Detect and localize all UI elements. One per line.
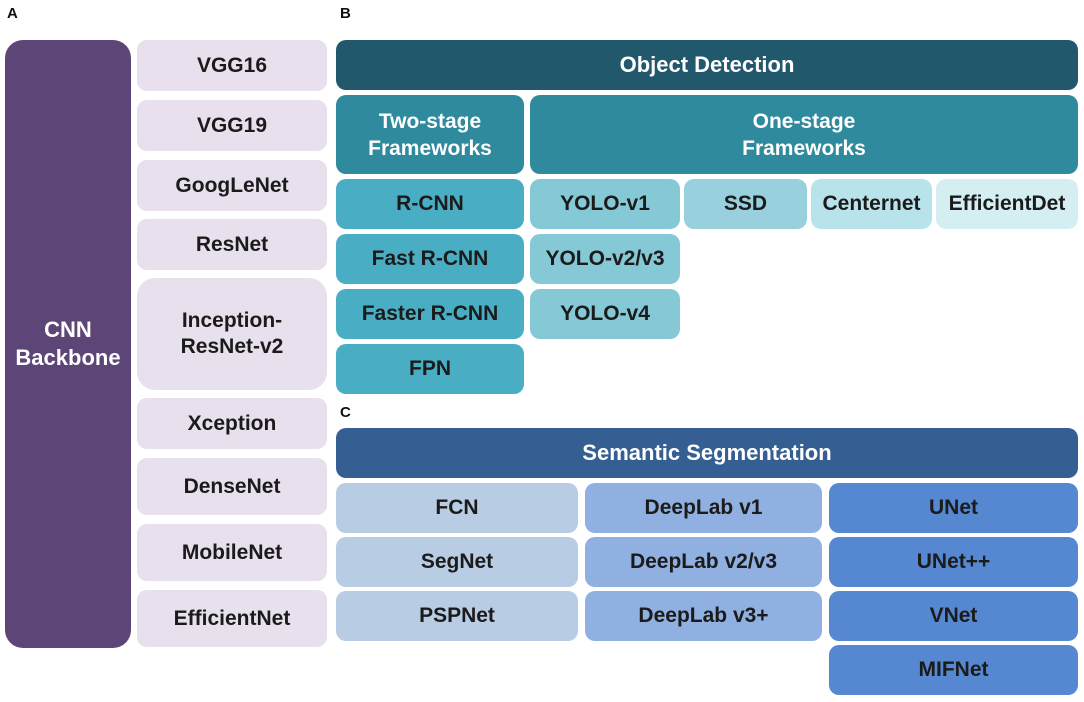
backbone-item-googlenet: GoogLeNet — [137, 160, 327, 211]
one-stage-item-efficientdet: EfficientDet — [936, 179, 1078, 229]
two-stage-item-rcnn: R-CNN — [336, 179, 524, 229]
seg-item-unet-plus-plus: UNet++ — [829, 537, 1078, 587]
framework-label: FPN — [409, 357, 451, 380]
seg-item-vnet: VNet — [829, 591, 1078, 641]
object-detection-title: Object Detection — [619, 52, 795, 77]
backbone-item-inception-resnet-v2: Inception- ResNet-v2 — [137, 278, 327, 390]
backbone-item-vgg19: VGG19 — [137, 100, 327, 151]
backbone-item-label: MobileNet — [181, 540, 283, 564]
backbone-item-label: GoogLeNet — [175, 173, 289, 197]
seg-label: DeepLab v1 — [644, 496, 763, 519]
backbone-item-label: Xception — [187, 411, 277, 435]
two-stage-item-fpn: FPN — [336, 344, 524, 394]
backbone-item-xception: Xception — [137, 398, 327, 449]
semantic-segmentation-header: Semantic Segmentation — [336, 428, 1078, 478]
backbone-item-densenet: DenseNet — [137, 458, 327, 515]
backbone-item-efficientnet: EfficientNet — [137, 590, 327, 647]
seg-label: FCN — [435, 496, 479, 519]
cnn-backbone-box: CNN Backbone — [5, 40, 131, 648]
seg-item-segnet: SegNet — [336, 537, 578, 587]
one-stage-item-ssd: SSD — [684, 179, 807, 229]
backbone-item-label: ResNet — [195, 232, 269, 256]
seg-item-unet: UNet — [829, 483, 1078, 533]
one-stage-item-centernet: Centernet — [811, 179, 932, 229]
seg-label: DeepLab v2/v3 — [629, 550, 778, 573]
seg-label: VNet — [929, 604, 978, 627]
framework-label: Centernet — [822, 192, 921, 215]
panel-label-b: B — [340, 5, 351, 22]
seg-label: UNet — [928, 496, 978, 519]
backbone-item-vgg16: VGG16 — [137, 40, 327, 91]
backbone-item-label: VGG16 — [196, 53, 268, 77]
object-detection-header: Object Detection — [336, 40, 1078, 90]
one-stage-item-yolo-v2-v3: YOLO-v2/v3 — [530, 234, 680, 284]
cnn-backbone-title: CNN Backbone — [15, 317, 121, 370]
two-stage-header: Two-stage Frameworks — [336, 95, 524, 174]
backbone-item-label: VGG19 — [196, 113, 268, 137]
two-stage-title: Two-stage Frameworks — [368, 109, 492, 160]
framework-label: EfficientDet — [948, 192, 1066, 215]
framework-label: YOLO-v1 — [560, 192, 650, 215]
framework-label: YOLO-v2/v3 — [545, 247, 665, 270]
seg-label: DeepLab v3+ — [638, 604, 769, 627]
backbone-item-mobilenet: MobileNet — [137, 524, 327, 581]
two-stage-item-faster-rcnn: Faster R-CNN — [336, 289, 524, 339]
one-stage-item-yolo-v1: YOLO-v1 — [530, 179, 680, 229]
seg-item-mifnet: MIFNet — [829, 645, 1078, 695]
seg-label: SegNet — [420, 550, 494, 573]
framework-label: Faster R-CNN — [361, 302, 499, 325]
backbone-item-label: Inception- ResNet-v2 — [180, 309, 284, 358]
backbone-item-label: DenseNet — [183, 474, 281, 498]
seg-item-fcn: FCN — [336, 483, 578, 533]
seg-label: PSPNet — [419, 604, 495, 627]
framework-label: R-CNN — [396, 192, 464, 215]
framework-label: YOLO-v4 — [560, 302, 650, 325]
two-stage-item-fast-rcnn: Fast R-CNN — [336, 234, 524, 284]
one-stage-title: One-stage Frameworks — [742, 109, 866, 160]
panel-label-c: C — [340, 404, 351, 421]
seg-item-deeplab-v1: DeepLab v1 — [585, 483, 822, 533]
one-stage-header: One-stage Frameworks — [530, 95, 1078, 174]
framework-label: Fast R-CNN — [371, 247, 489, 270]
seg-item-pspnet: PSPNet — [336, 591, 578, 641]
panel-label-a: A — [7, 5, 18, 22]
backbone-item-resnet: ResNet — [137, 219, 327, 270]
one-stage-item-yolo-v4: YOLO-v4 — [530, 289, 680, 339]
semantic-segmentation-title: Semantic Segmentation — [582, 440, 832, 465]
seg-item-deeplab-v2-v3: DeepLab v2/v3 — [585, 537, 822, 587]
framework-label: SSD — [723, 192, 768, 215]
backbone-item-label: EfficientNet — [173, 606, 291, 630]
seg-item-deeplab-v3-plus: DeepLab v3+ — [585, 591, 822, 641]
seg-label: UNet++ — [916, 550, 991, 573]
seg-label: MIFNet — [918, 658, 989, 681]
